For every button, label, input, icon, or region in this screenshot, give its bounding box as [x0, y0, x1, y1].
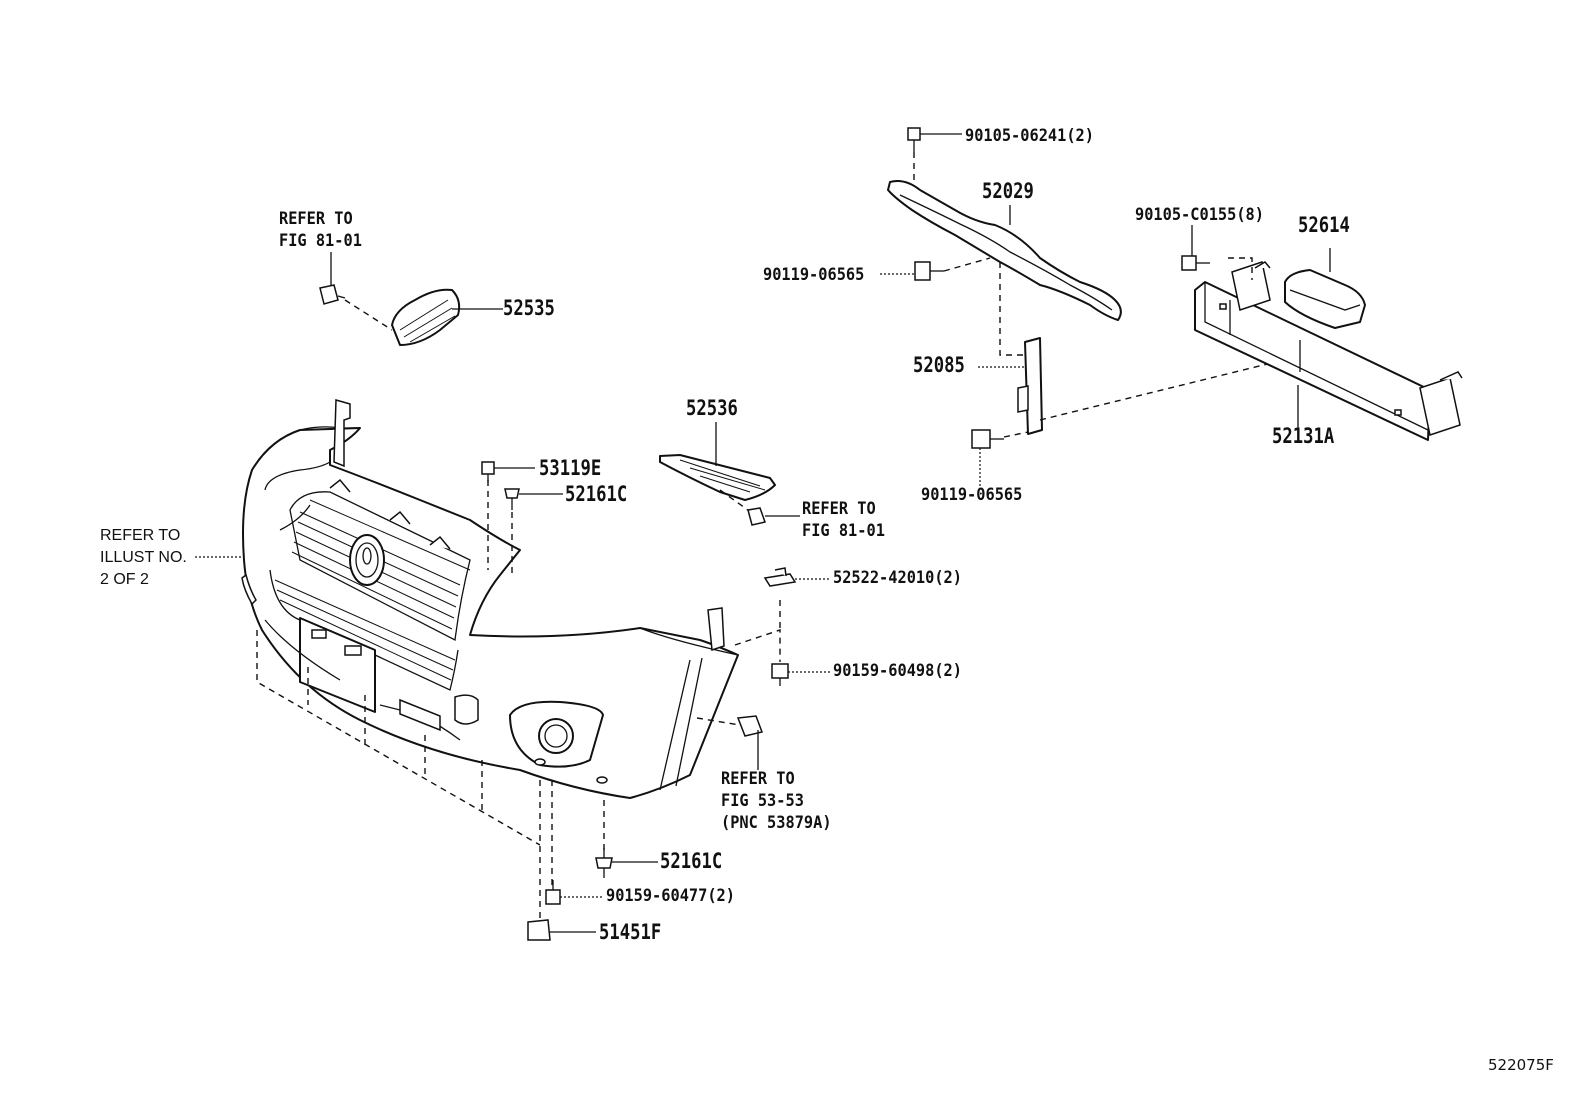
- screw-90159-60498-drawing: [771, 663, 830, 686]
- clip-52522-drawing: [763, 567, 830, 587]
- label-52161C-top[interactable]: 52161C: [565, 482, 628, 506]
- label-90105-06241[interactable]: 90105-06241(2): [965, 126, 1094, 146]
- label-51451F[interactable]: 51451F: [599, 920, 662, 944]
- bumper-leader-lines: [256, 480, 781, 930]
- clip-52161C-bottom-drawing: [595, 848, 658, 878]
- clip-51451F-drawing: [527, 919, 596, 941]
- label-52029[interactable]: 52029: [982, 179, 1034, 203]
- retainer-53879A-drawing: [736, 715, 764, 770]
- label-52131A[interactable]: 52131A: [1272, 424, 1335, 448]
- fastener-53119E-drawing: [481, 461, 535, 482]
- note-refer-fig-53-53[interactable]: REFER TO FIG 53-53 (PNC 53879A): [721, 769, 832, 833]
- label-90119-06565-top[interactable]: 90119-06565: [763, 265, 865, 285]
- note-refer-fig-81-01-top[interactable]: REFER TO FIG 81-01: [279, 209, 362, 251]
- reinforcement-52131A-drawing: [1181, 225, 1463, 441]
- bumper-cover-drawing: [241, 399, 739, 799]
- label-90105-C0155[interactable]: 90105-C0155(8): [1135, 205, 1264, 225]
- label-leader-lines: [195, 205, 1011, 558]
- label-52522-42010[interactable]: 52522-42010(2): [833, 568, 962, 588]
- label-90159-60498[interactable]: 90159-60498(2): [833, 661, 962, 681]
- note-refer-fig-81-01-mid[interactable]: REFER TO FIG 81-01: [802, 499, 885, 541]
- label-52535[interactable]: 52535: [503, 296, 555, 320]
- absorber-52614-drawing: [1284, 248, 1366, 329]
- label-52614[interactable]: 52614: [1298, 213, 1350, 237]
- diagram-id: 522075F: [1488, 1056, 1554, 1074]
- label-90159-60477[interactable]: 90159-60477(2): [606, 886, 735, 906]
- label-52161C-bottom[interactable]: 52161C: [660, 849, 723, 873]
- note-refer-illust-2-of-2[interactable]: REFER TO ILLUST NO. 2 OF 2: [100, 527, 187, 588]
- bracket-52535-drawing: [319, 252, 461, 346]
- support-52085-drawing: [971, 337, 1301, 488]
- fastener-52161C-top-drawing: [504, 488, 563, 510]
- label-52085[interactable]: 52085: [913, 353, 965, 377]
- reinforcement-52029-drawing: [880, 127, 1122, 356]
- label-52536[interactable]: 52536: [686, 396, 738, 420]
- screw-90159-60477-drawing: [545, 880, 604, 905]
- label-90119-06565-bottom[interactable]: 90119-06565: [921, 485, 1023, 505]
- label-53119E[interactable]: 53119E: [539, 456, 602, 480]
- bracket-52536-drawing: [659, 422, 800, 526]
